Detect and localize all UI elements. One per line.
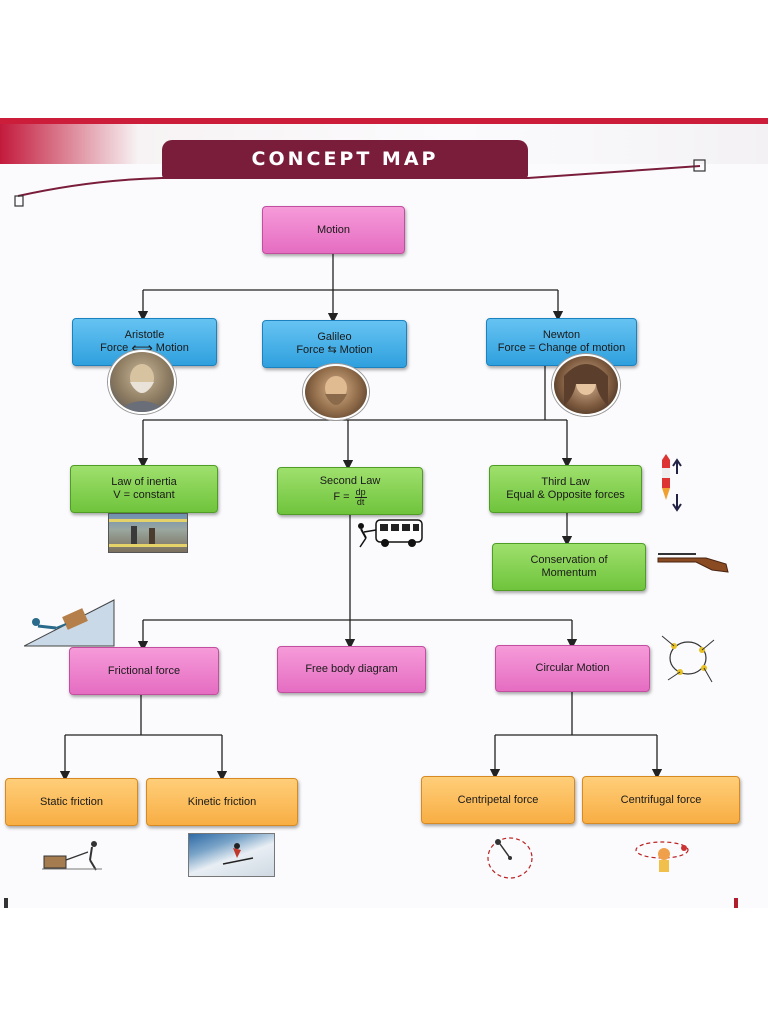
left-edge-mark — [4, 898, 8, 908]
fraction-denominator: dt — [356, 497, 365, 507]
rifle-recoil-picture — [657, 553, 729, 573]
static-friction-picture — [42, 841, 102, 871]
third-law-title: Third Law — [541, 476, 590, 488]
node-circular-motion: Circular Motion — [495, 645, 650, 692]
node-motion: Motion — [262, 206, 405, 254]
aristotle-relation: Force ⟺ Motion — [100, 341, 189, 356]
galileo-name: Galileo — [317, 331, 352, 343]
centrifugal-force-picture — [635, 841, 689, 872]
right-edge-mark — [734, 898, 738, 908]
galileo-portrait — [303, 364, 369, 420]
pushing-bus-picture — [358, 519, 423, 548]
aristotle-portrait — [108, 350, 176, 414]
second-law-title: Second Law — [319, 475, 381, 487]
second-law-lhs: F = — [333, 491, 350, 503]
top-red-stripe — [0, 118, 768, 124]
pushing-box-up-slope-picture — [24, 599, 115, 647]
third-law-desc: Equal & Opposite forces — [506, 489, 625, 501]
aristotle-motion-label: Motion — [155, 342, 189, 354]
node-free-body-diagram: Free body diagram — [277, 646, 426, 693]
node-frictional-force: Frictional force — [69, 647, 219, 695]
aristotle-force-label: Force — [100, 342, 129, 354]
galileo-force-label: Force — [296, 344, 325, 356]
galileo-relation: Force ⇆ Motion — [296, 344, 372, 357]
newton-name: Newton — [542, 329, 581, 341]
centripetal-force-diagram — [487, 837, 533, 879]
newton-relation: Force = Change of motion — [497, 342, 626, 354]
train-passengers-picture — [108, 513, 188, 553]
aristotle-name: Aristotle — [124, 329, 165, 341]
conservation-line1: Conservation of — [530, 554, 608, 566]
inertia-formula: V = constant — [113, 489, 175, 501]
half-double-arrow-icon: ⇆ — [327, 344, 337, 356]
banner-left-end — [14, 195, 24, 207]
galileo-motion-label: Motion — [339, 344, 373, 356]
node-galileo: Galileo Force ⇆ Motion — [262, 320, 407, 368]
inertia-title: Law of inertia — [111, 476, 177, 488]
circular-motion-diagram — [661, 635, 715, 683]
node-second-law: Second Law F = dp dt — [277, 467, 423, 515]
node-centripetal-force: Centripetal force — [421, 776, 575, 824]
node-kinetic-friction: Kinetic friction — [146, 778, 298, 826]
node-third-law: Third Law Equal & Opposite forces — [489, 465, 642, 513]
concept-map-title: CONCEPT MAP — [162, 140, 528, 178]
fraction-numerator: dp — [354, 487, 367, 498]
dp-dt-fraction: dp dt — [354, 487, 367, 507]
node-law-of-inertia: Law of inertia V = constant — [70, 465, 218, 513]
node-static-friction: Static friction — [5, 778, 138, 826]
banner-underline — [17, 165, 701, 197]
rocket-icon — [662, 454, 682, 512]
skier-picture — [188, 833, 275, 877]
node-centrifugal-force: Centrifugal force — [582, 776, 740, 824]
newton-portrait — [552, 354, 620, 416]
banner-right-end — [693, 159, 706, 172]
node-conservation-of-momentum: Conservation of Momentum — [492, 543, 646, 591]
conservation-line2: Momentum — [541, 567, 597, 579]
second-law-formula: F = dp dt — [333, 487, 367, 507]
